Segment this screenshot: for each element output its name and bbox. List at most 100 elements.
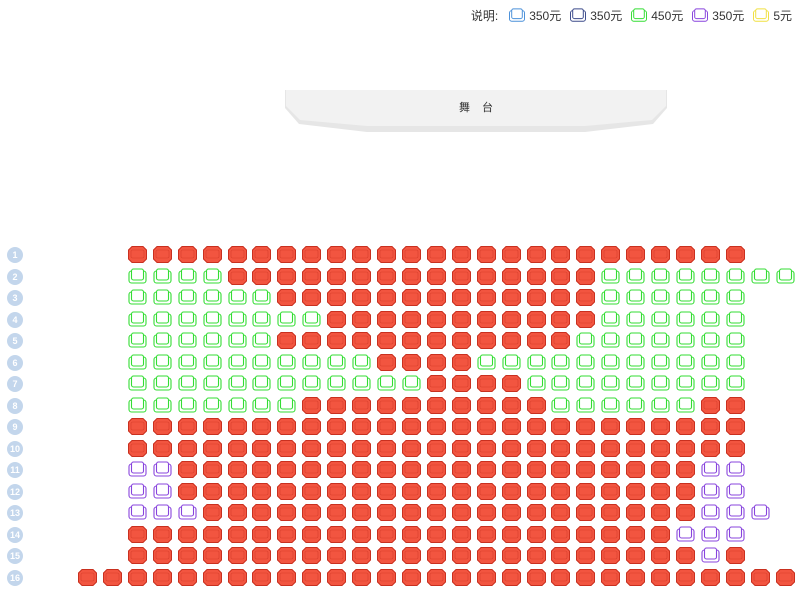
seat-sold[interactable] bbox=[527, 289, 546, 306]
seat-sold[interactable] bbox=[626, 504, 645, 521]
seat-sold[interactable] bbox=[402, 246, 421, 263]
seat-available-450[interactable] bbox=[203, 289, 222, 306]
seat-available-350[interactable] bbox=[701, 526, 720, 543]
seat-sold[interactable] bbox=[427, 397, 446, 414]
seat-sold[interactable] bbox=[576, 569, 595, 586]
seat-sold[interactable] bbox=[327, 547, 346, 564]
seat-sold[interactable] bbox=[327, 311, 346, 328]
seat-available-450[interactable] bbox=[302, 375, 321, 392]
seat-available-350[interactable] bbox=[751, 504, 770, 521]
seat-sold[interactable] bbox=[203, 418, 222, 435]
seat-available-450[interactable] bbox=[701, 354, 720, 371]
seat-sold[interactable] bbox=[277, 332, 296, 349]
seat-sold[interactable] bbox=[527, 440, 546, 457]
seat-available-450[interactable] bbox=[203, 332, 222, 349]
seat-sold[interactable] bbox=[427, 526, 446, 543]
seat-available-450[interactable] bbox=[302, 354, 321, 371]
seat-sold[interactable] bbox=[352, 483, 371, 500]
seat-sold[interactable] bbox=[502, 526, 521, 543]
seat-available-450[interactable] bbox=[178, 311, 197, 328]
seat-sold[interactable] bbox=[302, 504, 321, 521]
seat-sold[interactable] bbox=[527, 311, 546, 328]
seat-available-450[interactable] bbox=[726, 289, 745, 306]
seat-sold[interactable] bbox=[153, 418, 172, 435]
seat-available-450[interactable] bbox=[153, 311, 172, 328]
seat-sold[interactable] bbox=[178, 526, 197, 543]
seat-sold[interactable] bbox=[502, 397, 521, 414]
seat-available-450[interactable] bbox=[726, 332, 745, 349]
seat-sold[interactable] bbox=[327, 418, 346, 435]
seat-sold[interactable] bbox=[277, 526, 296, 543]
seat-sold[interactable] bbox=[452, 332, 471, 349]
seat-sold[interactable] bbox=[427, 547, 446, 564]
seat-sold[interactable] bbox=[651, 461, 670, 478]
seat-sold[interactable] bbox=[228, 268, 247, 285]
seat-sold[interactable] bbox=[502, 246, 521, 263]
seat-sold[interactable] bbox=[427, 332, 446, 349]
seat-available-450[interactable] bbox=[252, 332, 271, 349]
seat-sold[interactable] bbox=[327, 461, 346, 478]
seat-available-450[interactable] bbox=[701, 289, 720, 306]
seat-available-450[interactable] bbox=[203, 375, 222, 392]
seat-available-450[interactable] bbox=[153, 354, 172, 371]
seat-available-450[interactable] bbox=[228, 289, 247, 306]
seat-sold[interactable] bbox=[302, 526, 321, 543]
seat-available-450[interactable] bbox=[651, 375, 670, 392]
seat-available-450[interactable] bbox=[651, 268, 670, 285]
seat-sold[interactable] bbox=[302, 483, 321, 500]
seat-available-450[interactable] bbox=[178, 397, 197, 414]
seat-sold[interactable] bbox=[178, 569, 197, 586]
seat-sold[interactable] bbox=[228, 569, 247, 586]
seat-available-450[interactable] bbox=[601, 289, 620, 306]
seat-sold[interactable] bbox=[576, 504, 595, 521]
seat-sold[interactable] bbox=[726, 418, 745, 435]
seat-sold[interactable] bbox=[427, 354, 446, 371]
seat-available-450[interactable] bbox=[228, 354, 247, 371]
seat-sold[interactable] bbox=[302, 547, 321, 564]
seat-sold[interactable] bbox=[701, 440, 720, 457]
seat-sold[interactable] bbox=[551, 569, 570, 586]
seat-sold[interactable] bbox=[576, 461, 595, 478]
seat-sold[interactable] bbox=[352, 461, 371, 478]
seat-sold[interactable] bbox=[277, 483, 296, 500]
seat-available-450[interactable] bbox=[252, 311, 271, 328]
seat-sold[interactable] bbox=[452, 504, 471, 521]
seat-sold[interactable] bbox=[427, 268, 446, 285]
seat-available-450[interactable] bbox=[676, 311, 695, 328]
seat-sold[interactable] bbox=[601, 483, 620, 500]
seat-sold[interactable] bbox=[78, 569, 97, 586]
seat-sold[interactable] bbox=[377, 397, 396, 414]
seat-sold[interactable] bbox=[502, 440, 521, 457]
seat-sold[interactable] bbox=[153, 246, 172, 263]
seat-sold[interactable] bbox=[576, 289, 595, 306]
seat-available-450[interactable] bbox=[676, 268, 695, 285]
seat-available-350[interactable] bbox=[128, 461, 147, 478]
seat-sold[interactable] bbox=[377, 483, 396, 500]
seat-sold[interactable] bbox=[377, 569, 396, 586]
seat-available-450[interactable] bbox=[178, 354, 197, 371]
seat-sold[interactable] bbox=[477, 440, 496, 457]
seat-sold[interactable] bbox=[178, 461, 197, 478]
seat-sold[interactable] bbox=[302, 289, 321, 306]
seat-sold[interactable] bbox=[601, 246, 620, 263]
seat-sold[interactable] bbox=[527, 569, 546, 586]
seat-available-450[interactable] bbox=[502, 354, 521, 371]
seat-sold[interactable] bbox=[377, 246, 396, 263]
seat-sold[interactable] bbox=[277, 547, 296, 564]
seat-sold[interactable] bbox=[551, 418, 570, 435]
seat-sold[interactable] bbox=[252, 268, 271, 285]
seat-sold[interactable] bbox=[352, 526, 371, 543]
seat-sold[interactable] bbox=[676, 483, 695, 500]
seat-sold[interactable] bbox=[402, 332, 421, 349]
seat-sold[interactable] bbox=[128, 440, 147, 457]
seat-sold[interactable] bbox=[576, 268, 595, 285]
seat-sold[interactable] bbox=[651, 547, 670, 564]
seat-sold[interactable] bbox=[676, 547, 695, 564]
seat-available-350[interactable] bbox=[701, 461, 720, 478]
seat-sold[interactable] bbox=[377, 526, 396, 543]
seat-sold[interactable] bbox=[352, 440, 371, 457]
seat-available-450[interactable] bbox=[252, 375, 271, 392]
seat-sold[interactable] bbox=[576, 526, 595, 543]
seat-available-450[interactable] bbox=[352, 375, 371, 392]
seat-sold[interactable] bbox=[203, 547, 222, 564]
